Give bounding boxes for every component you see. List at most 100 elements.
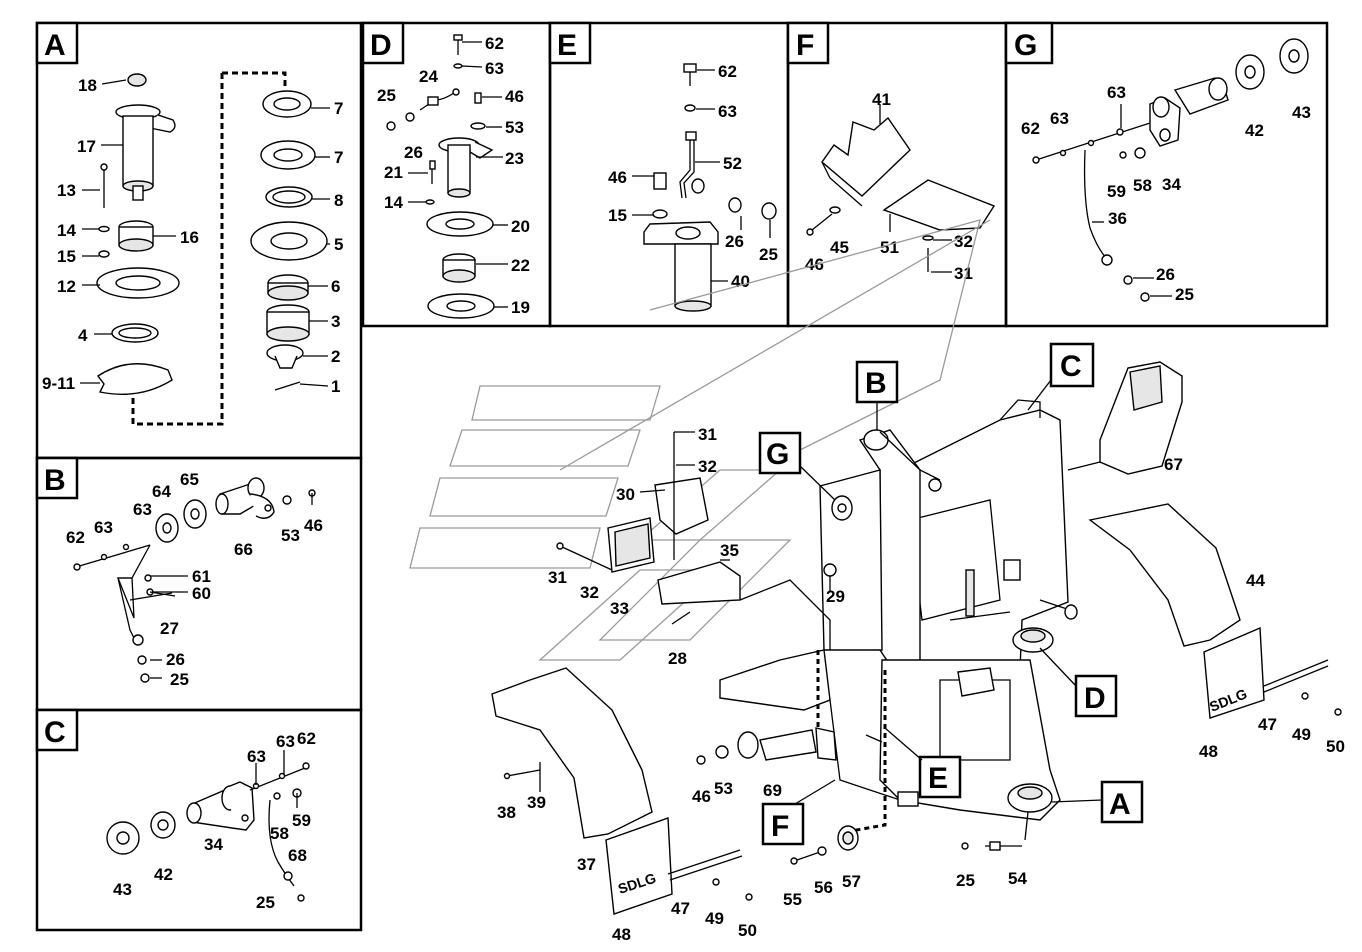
svg-text:3: 3: [331, 312, 340, 331]
svg-text:F: F: [796, 29, 814, 62]
panel-a-drawing: [80, 71, 330, 426]
svg-text:54: 54: [1008, 869, 1027, 888]
svg-text:29: 29: [826, 587, 845, 606]
callout-c: C: [1027, 342, 1095, 411]
svg-text:46: 46: [608, 168, 627, 187]
callout-g: G: [758, 431, 836, 501]
svg-text:67: 67: [1164, 455, 1183, 474]
brackets: [556, 361, 1183, 625]
svg-text:28: 28: [668, 649, 687, 668]
svg-text:13: 13: [57, 181, 76, 200]
svg-text:59: 59: [292, 811, 311, 830]
svg-text:D: D: [1084, 682, 1106, 715]
main-dash-link: [816, 650, 887, 834]
svg-text:62: 62: [297, 729, 316, 748]
svg-text:31: 31: [698, 425, 717, 444]
svg-text:65: 65: [180, 470, 199, 489]
svg-text:32: 32: [580, 583, 599, 602]
svg-text:53: 53: [281, 526, 300, 545]
svg-text:G: G: [1014, 29, 1037, 62]
svg-text:27: 27: [160, 619, 179, 638]
svg-text:46: 46: [505, 87, 524, 106]
svg-text:63: 63: [247, 747, 266, 766]
svg-text:51: 51: [880, 238, 899, 257]
panel-a-labels: 18 17 13 14 15 12 4 9-11 16 7 7 8 5 6 3 …: [42, 76, 343, 396]
svg-text:12: 12: [57, 277, 76, 296]
svg-text:63: 63: [276, 732, 295, 751]
svg-text:53: 53: [505, 118, 524, 137]
svg-text:59: 59: [1107, 182, 1126, 201]
svg-text:48: 48: [1199, 742, 1218, 761]
svg-text:39: 39: [527, 793, 546, 812]
svg-text:42: 42: [154, 865, 173, 884]
svg-text:63: 63: [718, 102, 737, 121]
panel-d-drawing: [386, 34, 508, 319]
svg-text:24: 24: [419, 67, 438, 86]
callout-a: A: [1051, 780, 1144, 824]
panel-g-tag: G: [1004, 21, 1054, 65]
svg-text:48: 48: [612, 925, 631, 944]
svg-text:30: 30: [616, 485, 635, 504]
svg-text:49: 49: [1292, 725, 1311, 744]
panel-f-frame: [786, 21, 1008, 328]
svg-text:32: 32: [954, 232, 973, 251]
svg-text:62: 62: [718, 62, 737, 81]
svg-text:E: E: [928, 762, 948, 795]
panel-c-tag: C: [35, 708, 79, 752]
panel-e-labels: 62 63 52 46 15 26 25 40: [608, 62, 778, 291]
svg-text:6: 6: [331, 277, 340, 296]
svg-text:46: 46: [304, 516, 323, 535]
panel-b-labels: 62 63 63 64 65 66 53 46 61 60 27 26 25: [66, 470, 323, 689]
svg-text:33: 33: [610, 599, 629, 618]
svg-text:18: 18: [78, 76, 97, 95]
svg-text:62: 62: [485, 34, 504, 53]
panel-f-drawing: [806, 104, 996, 273]
svg-text:E: E: [557, 29, 577, 62]
svg-text:63: 63: [94, 518, 113, 537]
svg-text:49: 49: [705, 909, 724, 928]
svg-text:9-11: 9-11: [42, 374, 75, 393]
svg-text:2: 2: [331, 347, 340, 366]
svg-text:A: A: [1109, 788, 1131, 821]
svg-text:25: 25: [956, 871, 975, 890]
svg-text:63: 63: [1050, 109, 1069, 128]
callout-b: B: [855, 360, 899, 430]
panel-a-tag: A: [35, 21, 79, 65]
svg-text:47: 47: [671, 899, 690, 918]
svg-text:61: 61: [192, 567, 211, 586]
svg-text:53: 53: [714, 779, 733, 798]
svg-text:8: 8: [334, 191, 343, 210]
panel-g-labels: 62 63 63 42 43 59 58 34 36 26 25: [1021, 83, 1311, 304]
svg-text:4: 4: [78, 326, 88, 345]
svg-text:17: 17: [77, 137, 96, 156]
panel-e-tag: E: [548, 21, 592, 65]
svg-text:15: 15: [608, 206, 627, 225]
svg-text:16: 16: [180, 228, 199, 247]
svg-text:66: 66: [234, 540, 253, 559]
svg-text:64: 64: [152, 482, 171, 501]
svg-text:25: 25: [377, 86, 396, 105]
panel-e-frame: [548, 21, 790, 328]
panel-c-drawing: [106, 750, 310, 902]
svg-text:43: 43: [1292, 103, 1311, 122]
svg-text:43: 43: [113, 880, 132, 899]
svg-text:26: 26: [404, 143, 423, 162]
svg-text:26: 26: [725, 232, 744, 251]
svg-text:31: 31: [548, 568, 567, 587]
panel-c-labels: 63 63 62 43 42 34 58 59 68 25: [113, 729, 316, 912]
svg-text:F: F: [771, 810, 789, 843]
watermark-logo: [409, 219, 991, 661]
panel-g-drawing: [1032, 38, 1309, 302]
svg-text:7: 7: [334, 99, 343, 118]
callout-f: F: [761, 779, 836, 846]
svg-text:A: A: [44, 29, 66, 62]
svg-text:7: 7: [334, 148, 343, 167]
panel-f-tag: F: [786, 21, 830, 65]
panel-g-frame: [1004, 21, 1329, 328]
svg-text:46: 46: [692, 787, 711, 806]
svg-text:5: 5: [334, 235, 343, 254]
svg-text:68: 68: [288, 846, 307, 865]
svg-text:47: 47: [1258, 715, 1277, 734]
svg-text:G: G: [766, 438, 789, 471]
